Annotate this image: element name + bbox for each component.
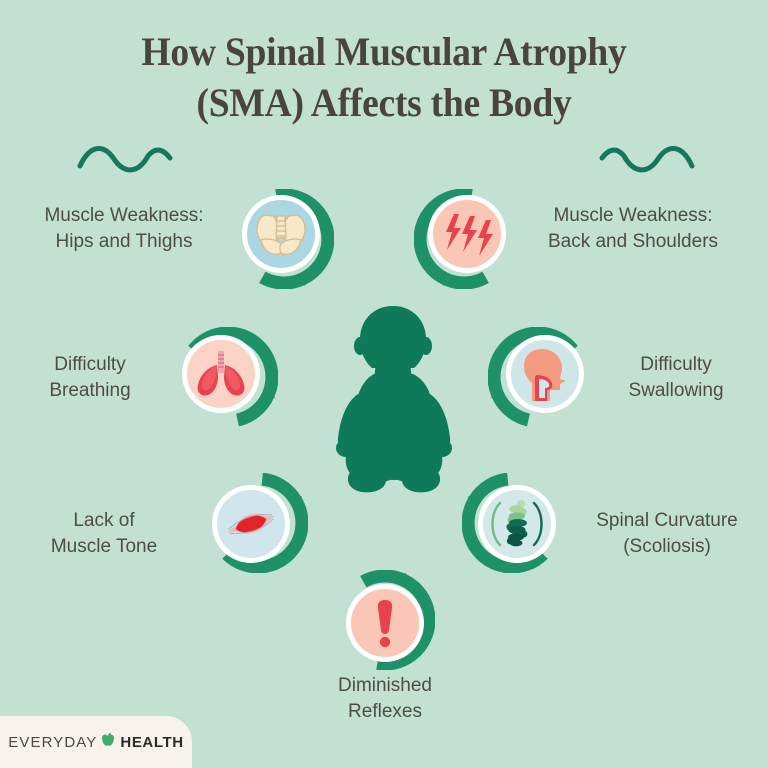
symptom-badge-scoliosis[interactable]	[462, 473, 562, 573]
bubble-arc-up-left	[462, 473, 548, 573]
icon-disc-head	[506, 335, 584, 413]
symptom-badge-back-shoulders[interactable]	[414, 189, 514, 289]
head-throat-icon	[524, 349, 566, 401]
everyday-health-logo[interactable]: EVERYDAY HEALTH	[0, 716, 192, 768]
symptom-badge-swallowing[interactable]	[488, 327, 588, 427]
icon-disc-pelvis	[242, 195, 320, 273]
symptom-label-back-shoulders: Muscle Weakness: Back and Shoulders	[547, 205, 719, 253]
symptom-label-hips-thighs: Muscle Weakness: Hips and Thighs	[44, 205, 204, 253]
page-title-line-2: (SMA) Affects the Body	[196, 80, 572, 126]
page-title-line-1: How Spinal Muscular Atrophy	[141, 29, 627, 74]
symptom-label-reflexes: Diminished Reflexes	[338, 675, 432, 723]
symptom-badge-hips-thighs[interactable]	[234, 189, 334, 289]
bubble-arc-up	[360, 570, 435, 670]
icon-disc-muscle	[212, 485, 290, 563]
apple-icon	[101, 732, 115, 752]
icon-disc-spine	[478, 485, 556, 563]
icon-disc-lungs	[182, 335, 260, 413]
page-title: How Spinal Muscular Atrophy (SMA) Affect…	[0, 26, 768, 128]
symptom-badge-breathing[interactable]	[178, 327, 278, 427]
symptom-badge-reflexes[interactable]	[335, 570, 435, 670]
symptom-badge-muscle-tone[interactable]	[208, 473, 308, 573]
logo-word-everyday: EVERYDAY	[8, 733, 98, 751]
icon-disc-exclamation	[346, 584, 424, 662]
spine-vertebrae-icon	[491, 499, 543, 547]
bubble-arc-down-left	[414, 189, 489, 289]
seated-baby-silhouette	[318, 302, 468, 502]
logo-word-health: HEALTH	[120, 733, 184, 751]
lungs-icon	[197, 351, 245, 396]
wave-squiggle-icon	[76, 142, 174, 181]
bubble-arc-up-right	[222, 473, 308, 573]
pelvis-bone-icon	[256, 214, 306, 256]
wave-squiggle-icon	[598, 142, 696, 181]
exclamation-mark-icon	[377, 600, 393, 648]
icon-disc-pain	[428, 195, 506, 273]
symptom-label-breathing: Difficulty Breathing	[49, 354, 131, 402]
lightning-pain-icon	[446, 214, 493, 256]
symptom-label-scoliosis: Spinal Curvature (Scoliosis)	[596, 510, 738, 558]
muscle-fiber-icon	[227, 513, 275, 534]
bubble-arc-down-right	[259, 189, 334, 289]
symptom-label-muscle-tone: Lack of Muscle Tone	[50, 510, 158, 558]
symptom-label-swallowing: Difficulty Swallowing	[628, 354, 724, 402]
